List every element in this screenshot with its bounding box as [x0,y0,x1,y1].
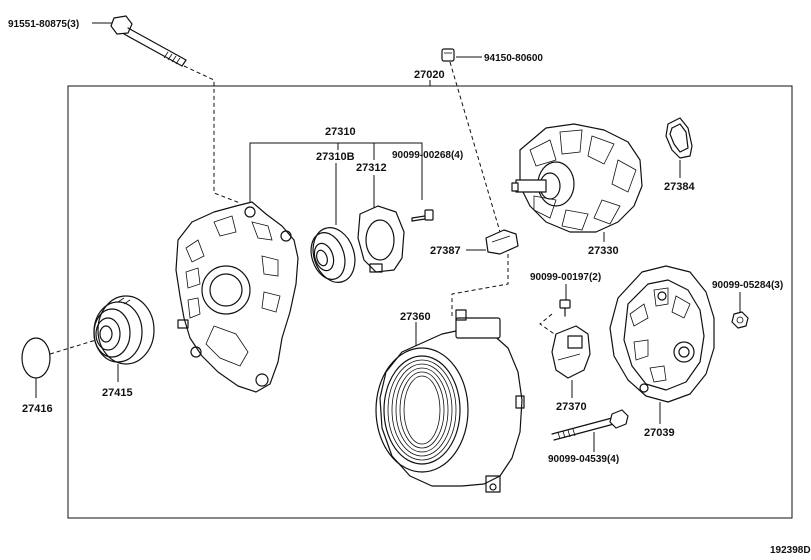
label-27370: 27370 [556,401,587,413]
label-27360: 27360 [400,311,431,323]
label-27310B: 27310B [316,151,355,163]
nut-90099-05284-part[interactable] [731,311,749,329]
screw-90099-00197-part[interactable] [559,299,571,317]
label-27020: 27020 [414,69,445,81]
insulator-27384-part[interactable] [665,117,693,159]
label-27387: 27387 [430,245,461,257]
rear-cover-part[interactable] [609,265,715,403]
label-90099-00197: 90099-00197(2) [530,272,601,283]
label-90099-04539: 90099-04539(4) [548,454,619,465]
bolt-91551-80875-part[interactable] [110,15,187,67]
label-27330: 27330 [588,245,619,257]
bolt-90099-04539-part[interactable] [551,409,629,441]
stator-frame-part[interactable] [375,309,525,493]
pulley-part[interactable] [93,295,155,365]
label-27384: 27384 [664,181,695,193]
bearing-part[interactable] [305,222,361,288]
label-90099-00268: 90099-00268(4) [392,150,463,161]
label-27312: 27312 [356,162,387,174]
rotor-part[interactable] [511,123,643,233]
screw-90099-00268-part[interactable] [411,209,434,222]
label-27415: 27415 [102,387,133,399]
label-94150-80600: 94150-80600 [484,53,543,64]
label-27416: 27416 [22,403,53,415]
brush-holder-27387-part[interactable] [485,229,519,255]
bearing-retainer-part[interactable] [357,205,405,273]
label-27039: 27039 [644,427,675,439]
label-91551-80875: 91551-80875(3) [8,19,79,30]
drive-end-frame-part[interactable] [175,201,299,393]
nut-94150-80600-part[interactable] [441,48,455,62]
label-27310: 27310 [325,126,356,138]
label-90099-05284: 90099-05284(3) [712,280,783,291]
regulator-part[interactable] [551,325,591,379]
cover-27416-part[interactable] [21,337,51,379]
figure-id: 192398D [770,545,811,556]
